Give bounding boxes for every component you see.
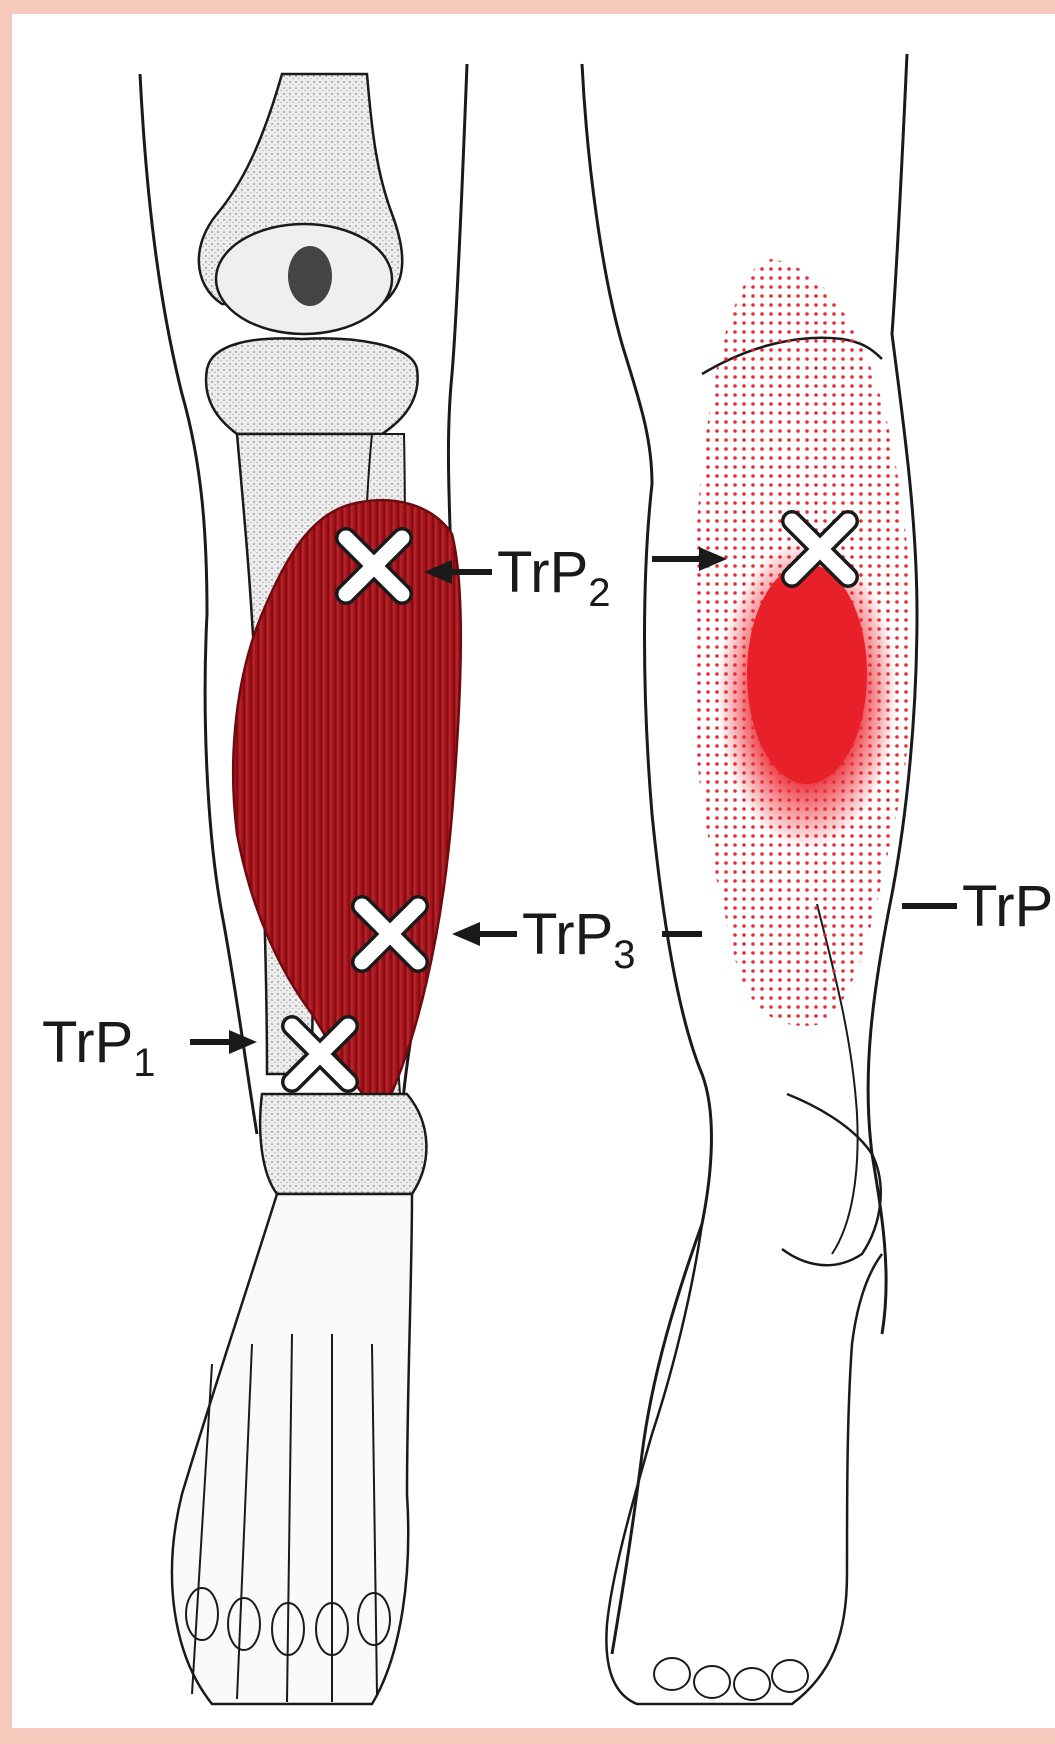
trp-right-callout: TrP (902, 874, 1053, 939)
right-leg (582, 54, 917, 1704)
trp2-label: TrP2 (497, 540, 611, 615)
referred-pain-core-inner (747, 564, 867, 784)
knee-shadow (288, 246, 332, 306)
diagram-panel: TrP2 TrP3 TrP1 TrP (12, 14, 1055, 1728)
calf-trigger-point-diagram: TrP2 TrP3 TrP1 TrP (12, 14, 1055, 1728)
right-leg-outline-left (582, 64, 711, 1654)
tibia-head (206, 338, 418, 434)
ankle-bones (260, 1094, 426, 1194)
left-leg (140, 64, 467, 1704)
trp2-callout: TrP2 (424, 540, 727, 615)
trp3-label: TrP3 (522, 902, 636, 977)
trp1-callout: TrP1 (42, 1010, 257, 1085)
ankle-outline (782, 1094, 881, 1265)
foot-outline (606, 1224, 882, 1704)
trp1-label: TrP1 (42, 1010, 156, 1085)
trp-right-label: TrP (962, 874, 1053, 939)
toes-outline (654, 1658, 808, 1700)
